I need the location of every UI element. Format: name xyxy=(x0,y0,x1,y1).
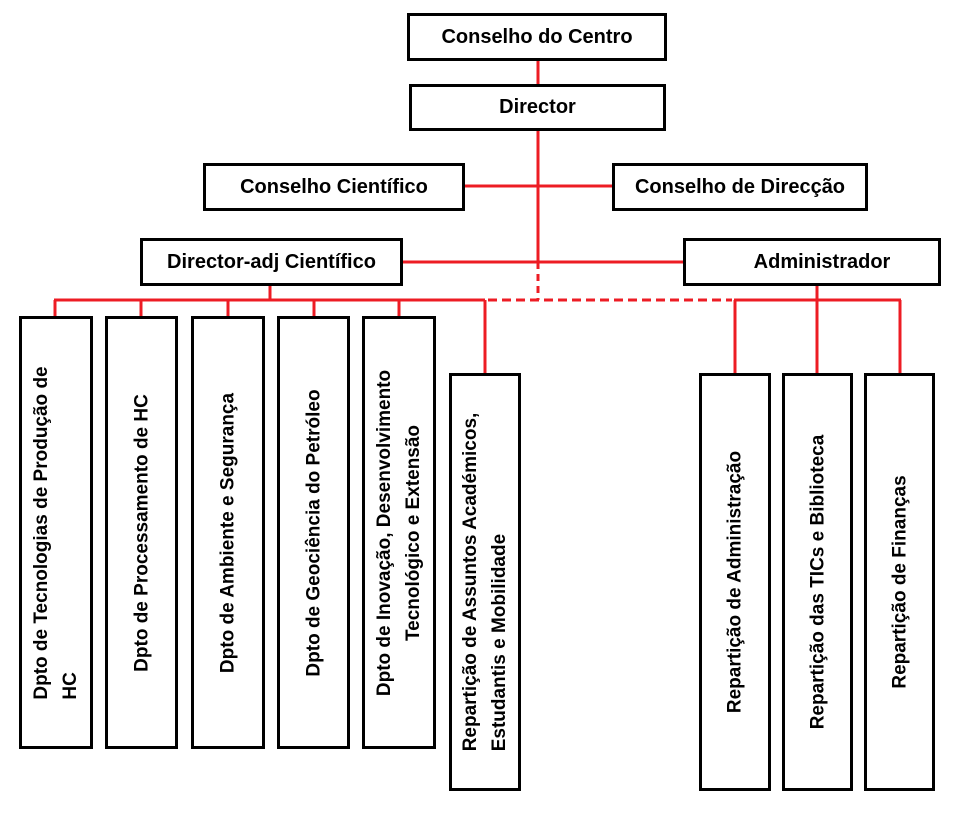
unit-financas: Repartição de Finanças xyxy=(864,373,935,791)
box-director-adj-cientifico: Director-adj Científico xyxy=(140,238,403,286)
unit-administracao: Repartição de Administração xyxy=(699,373,771,791)
box-conselho-de-direccao: Conselho de Direcção xyxy=(612,163,868,211)
box-label: Conselho de Direcção xyxy=(634,175,846,198)
unit-label: Dpto de Inovação, Desenvolvimento Tecnol… xyxy=(374,369,424,696)
box-director: Director xyxy=(409,84,666,131)
unit-label: Dpto de Geociência do Petróleo xyxy=(303,388,324,677)
box-administrador: Administrador xyxy=(683,238,941,286)
unit-assuntos-academicos: Repartição de Assuntos Académicos, Estud… xyxy=(449,373,521,791)
box-conselho-cientifico: Conselho Científico xyxy=(203,163,465,211)
unit-label: Repartição das TICs e Biblioteca xyxy=(807,434,828,730)
unit-label: Dpto de Tecnologias de Produção de HC xyxy=(31,365,81,700)
unit-tecnologias-producao-hc: Dpto de Tecnologias de Produção de HC xyxy=(19,316,93,749)
unit-label: Dpto de Processamento de HC xyxy=(131,393,152,672)
unit-inovacao-desenvolvimento: Dpto de Inovação, Desenvolvimento Tecnol… xyxy=(362,316,436,749)
unit-ambiente-seguranca: Dpto de Ambiente e Segurança xyxy=(191,316,265,749)
unit-geociencia-petroleo: Dpto de Geociência do Petróleo xyxy=(277,316,350,749)
unit-label: Repartição de Administração xyxy=(724,450,746,714)
unit-label: Dpto de Ambiente e Segurança xyxy=(217,392,239,673)
box-label: Conselho Científico xyxy=(240,175,428,198)
unit-label: Repartição de Finanças xyxy=(889,475,910,689)
unit-label: Repartição de Assuntos Académicos, Estud… xyxy=(460,412,510,752)
box-label: Director xyxy=(499,96,576,118)
unit-processamento-hc: Dpto de Processamento de HC xyxy=(105,316,178,749)
box-conselho-do-centro: Conselho do Centro xyxy=(407,13,667,61)
box-label: Administrador xyxy=(753,250,891,273)
box-label: Conselho do Centro xyxy=(441,25,633,48)
unit-tics-biblioteca: Repartição das TICs e Biblioteca xyxy=(782,373,853,791)
box-label: Director-adj Científico xyxy=(167,250,376,273)
